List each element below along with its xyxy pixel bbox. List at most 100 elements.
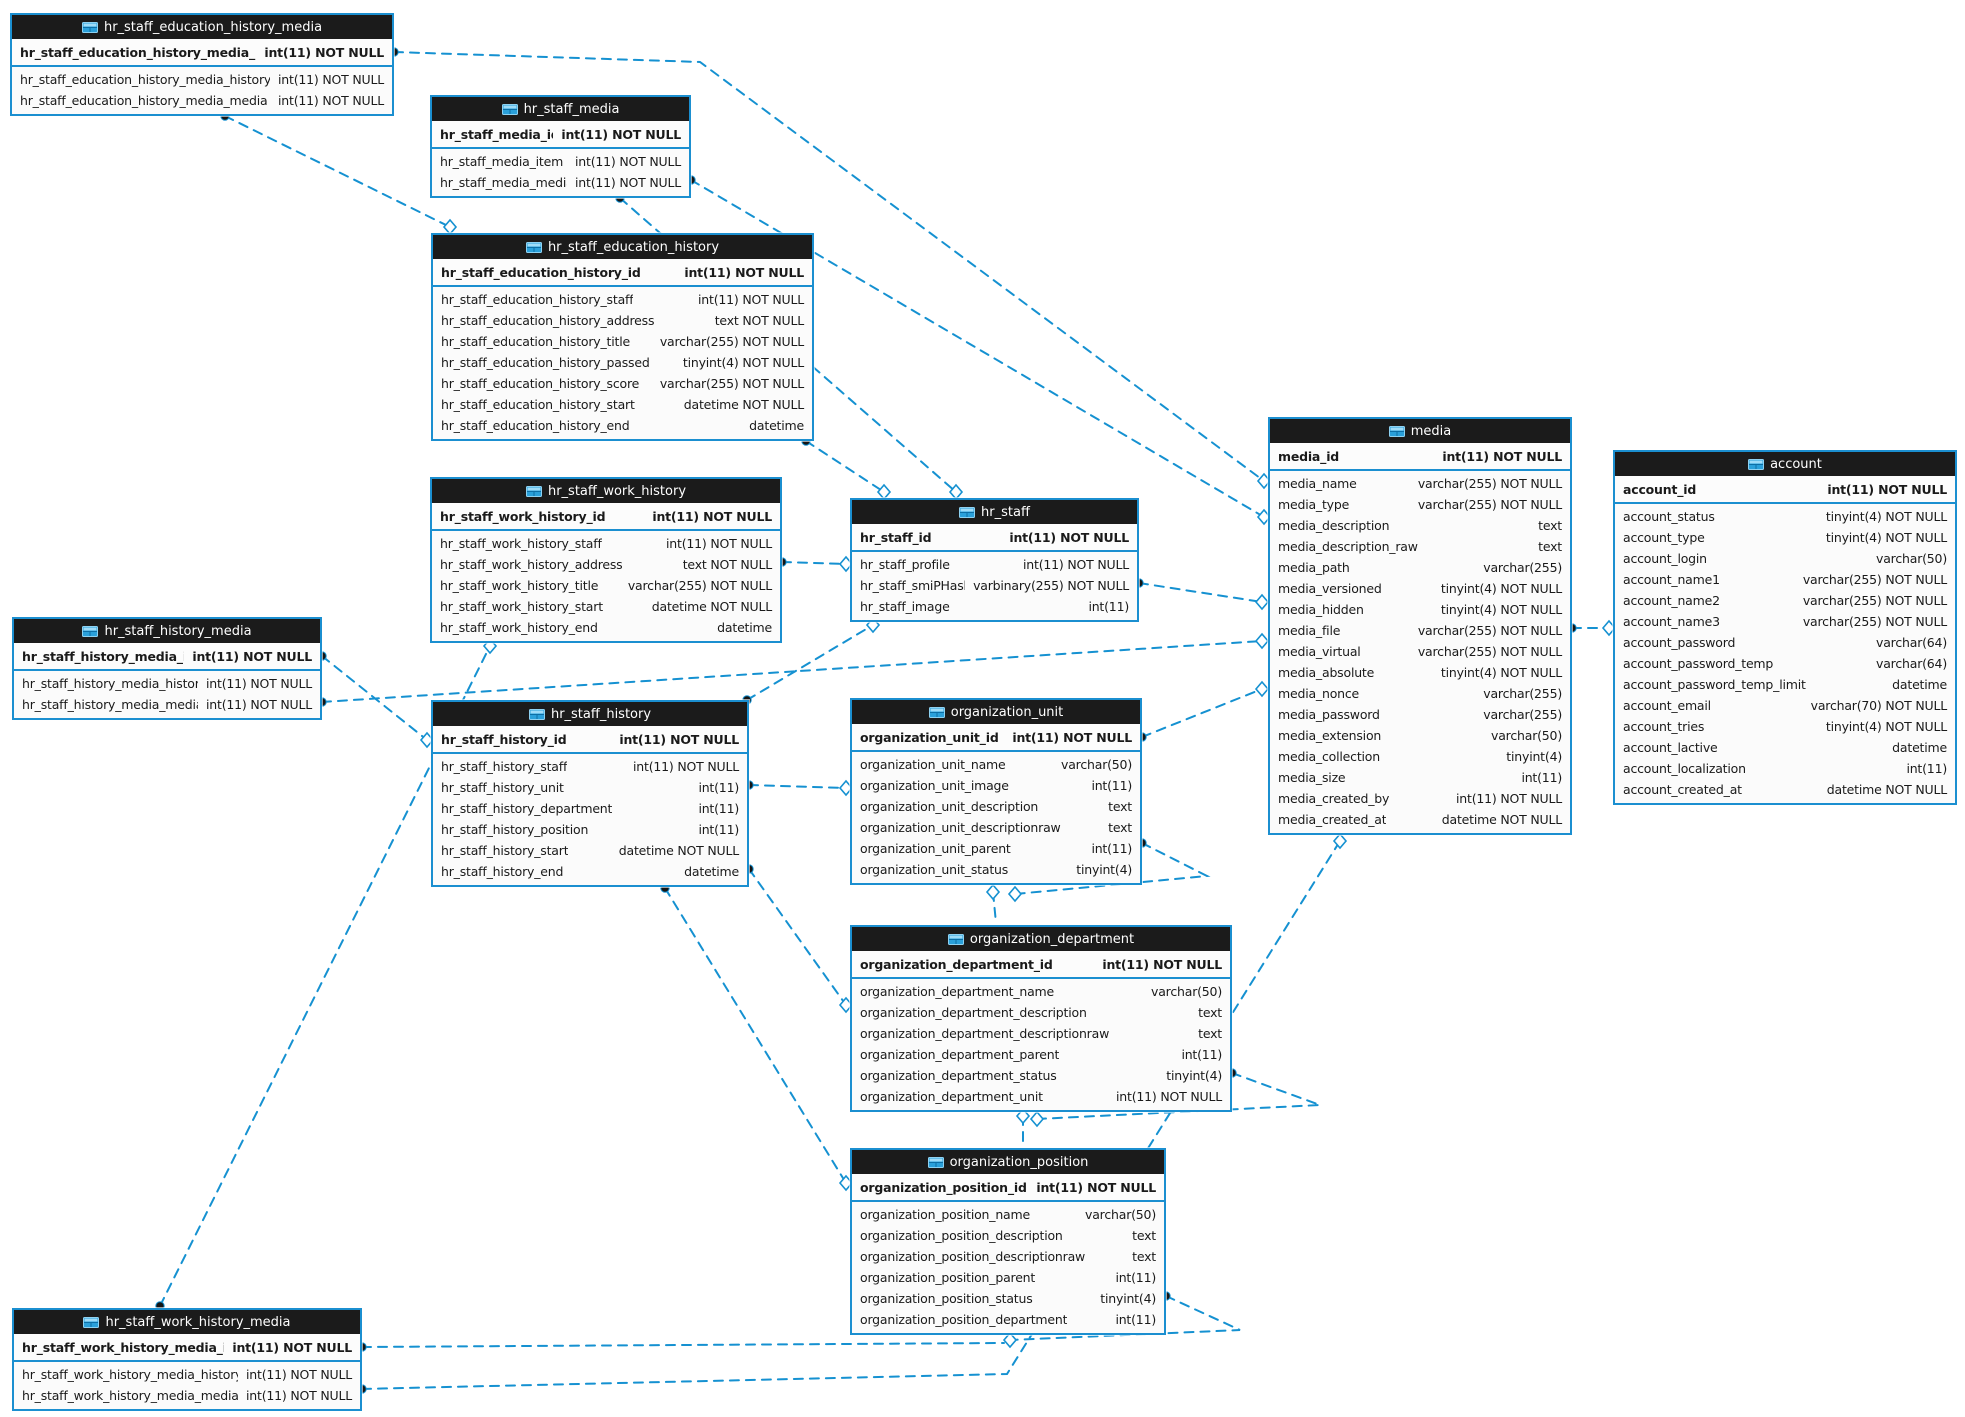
relationship-hr_staff_history-to-organization_unit[interactable] — [744, 779, 854, 797]
relationship-organization_unit-to-organization_unit[interactable] — [1007, 838, 1211, 903]
table-header-organization_unit[interactable]: organization_unit — [852, 700, 1140, 724]
table-header-hr_staff_history_media[interactable]: hr_staff_history_media — [14, 619, 320, 643]
relationship-hr_staff_work_history-to-hr_staff[interactable] — [777, 555, 854, 573]
table-header-hr_staff_history[interactable]: hr_staff_history — [433, 702, 747, 726]
relationship-media-to-account[interactable] — [1567, 619, 1617, 637]
relationship-hr_staff_work_history_media-to-organization_position[interactable] — [357, 1342, 1005, 1352]
relationship-organization_unit-to-media[interactable] — [1137, 680, 1270, 742]
relationship-organization_unit-to-organization_department[interactable] — [985, 883, 1001, 924]
table-header-organization_position[interactable]: organization_position — [852, 1150, 1164, 1174]
table-header-hr_staff_education_history_media[interactable]: hr_staff_education_history_media — [12, 15, 392, 39]
relationship-organization_department-to-organization_position[interactable] — [1015, 1107, 1031, 1146]
relationship-hr_staff_education_history-to-hr_staff[interactable] — [801, 436, 892, 501]
relationship-hr_staff-to-media[interactable] — [1134, 578, 1270, 611]
table-header-hr_staff_work_history_media[interactable]: hr_staff_work_history_media — [14, 1310, 360, 1334]
field-row-hr_staff_education_history_media_history[interactable]: hr_staff_education_history_media_history… — [12, 69, 392, 90]
table-header-hr_staff_work_history[interactable]: hr_staff_work_history — [432, 479, 780, 503]
table-hr_staff_education_history_media[interactable]: hr_staff_education_history_media hr_staff… — [10, 13, 394, 116]
relationship-hr_staff_history_media-to-media[interactable] — [317, 632, 1270, 707]
relationship-hr_staff_history-to-organization_department[interactable] — [744, 864, 854, 1014]
table-hr_staff_work_history[interactable]: hr_staff_work_history hr_staff_work_histo… — [430, 477, 782, 643]
table-header-account[interactable]: account — [1615, 452, 1955, 476]
relationship-hr_staff_education_history_media-to-hr_staff_education_history[interactable] — [220, 111, 458, 236]
table-header-media[interactable]: media — [1270, 419, 1570, 443]
